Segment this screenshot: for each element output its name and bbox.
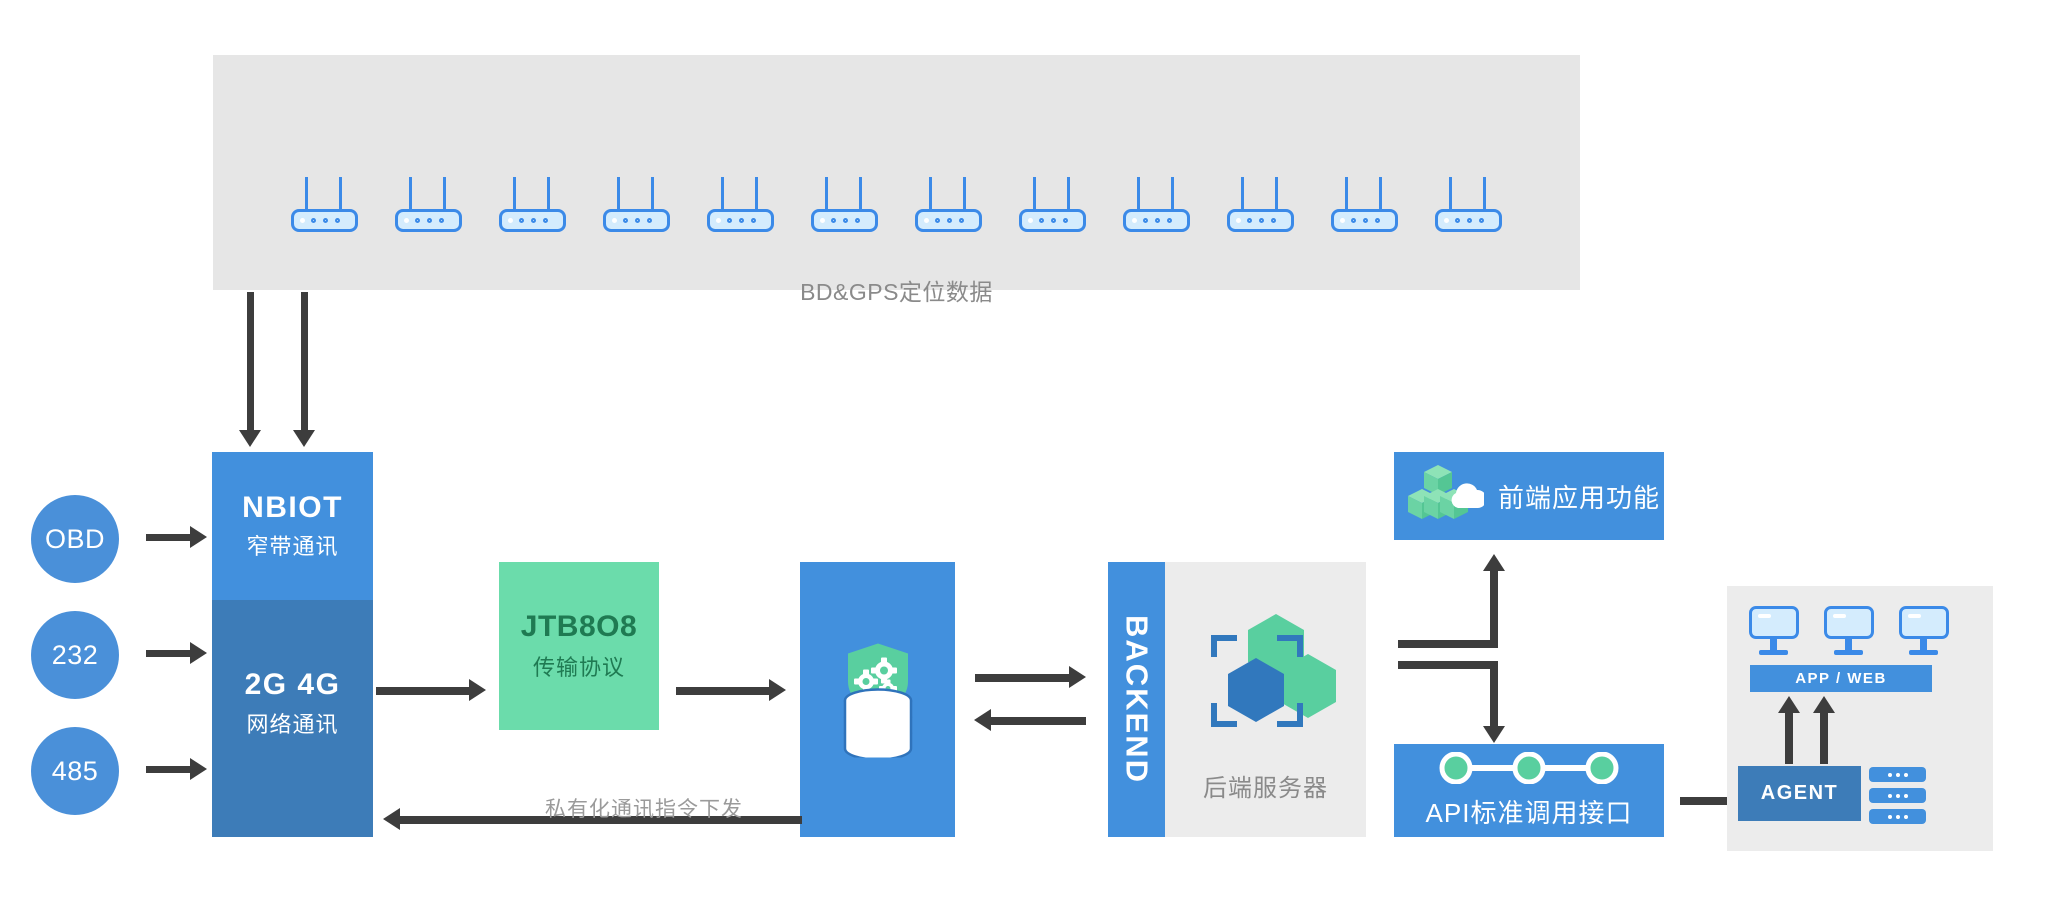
router-icon — [395, 177, 470, 235]
router-icon — [811, 177, 886, 235]
arrow-band-to-nbiot-2-head — [293, 430, 315, 447]
client-panel: APP / WEB AGENT — [1727, 586, 1993, 851]
router-icon — [707, 177, 782, 235]
backend-strip-label: BACKEND — [1119, 615, 1155, 784]
arrow-agent-to-appweb-1-head — [1778, 696, 1800, 713]
input-node-obd[interactable]: OBD — [31, 495, 119, 583]
arrow-backend-to-database-head — [974, 709, 991, 731]
nbiot-title: NBIOT — [242, 490, 343, 524]
app-web-bar[interactable]: APP / WEB — [1750, 665, 1932, 692]
monitor-icon — [1824, 606, 1874, 658]
server-rack-icon — [1869, 788, 1926, 803]
protocol-title: JTB8O8 — [520, 610, 638, 643]
arrow-api-to-agent-line — [1680, 797, 1728, 805]
frontend-label: 前端应用功能 — [1498, 482, 1661, 513]
app-web-label: APP / WEB — [1795, 670, 1887, 687]
router-icon — [1435, 177, 1510, 235]
arrow-backend-to-api-vertical — [1490, 661, 1498, 733]
input-node-485-label: 485 — [51, 755, 99, 786]
input-node-232[interactable]: 232 — [31, 611, 119, 699]
device-band-label: BD&GPS定位数据 — [800, 279, 993, 305]
input-node-232-label: 232 — [51, 639, 99, 670]
api-block[interactable]: API标准调用接口 — [1394, 744, 1664, 837]
database-shield-gears-icon — [826, 637, 930, 762]
node-link-icon — [1438, 751, 1620, 789]
api-label: API标准调用接口 — [1425, 797, 1633, 828]
protocol-block[interactable]: JTB8O8 传输协议 — [499, 562, 659, 730]
arrow-agent-to-appweb-1-line — [1785, 712, 1793, 764]
arrow-feedback-line — [400, 816, 802, 824]
database-block[interactable] — [800, 562, 955, 837]
communication-module: NBIOT 窄带通讯 2G 4G 网络通讯 — [212, 452, 373, 837]
arrow-comm-to-protocol-head — [469, 679, 486, 701]
arrow-232-line — [146, 650, 191, 657]
router-icon-row — [213, 175, 1580, 235]
arrow-band-to-nbiot-1-head — [239, 430, 261, 447]
arrow-backend-to-database-line — [991, 717, 1086, 725]
router-icon — [1123, 177, 1198, 235]
arrow-comm-to-protocol-line — [376, 687, 470, 695]
mobile-network-block[interactable]: 2G 4G 网络通讯 — [212, 600, 373, 837]
router-icon — [1331, 177, 1406, 235]
input-node-obd-label: OBD — [44, 523, 105, 554]
arrow-backend-to-frontend-head — [1483, 554, 1505, 571]
arrow-obd-line — [146, 534, 191, 541]
backend-label: 后端服务器 — [1203, 775, 1328, 802]
arrow-backend-to-api-head — [1483, 726, 1505, 743]
arrow-obd-head — [190, 526, 207, 548]
arrow-protocol-to-database-line — [676, 687, 770, 695]
arrow-feedback-head — [383, 808, 400, 830]
server-rack-icon — [1869, 809, 1926, 824]
agent-label: AGENT — [1760, 782, 1839, 804]
device-band: BD&GPS定位数据 — [213, 55, 1580, 305]
arrow-485-line — [146, 766, 191, 773]
cloud-cubes-icon — [1408, 463, 1487, 530]
arrow-485-head — [190, 758, 207, 780]
monitor-icon — [1749, 606, 1799, 658]
router-icon — [603, 177, 678, 235]
arrow-agent-to-appweb-2-line — [1820, 712, 1828, 764]
arrow-232-head — [190, 642, 207, 664]
protocol-subtitle: 传输协议 — [532, 655, 625, 680]
input-node-485[interactable]: 485 — [31, 727, 119, 815]
arrow-band-to-nbiot-1-line — [247, 292, 254, 432]
arrow-database-to-backend-line — [975, 674, 1070, 682]
backend-strip: BACKEND — [1108, 562, 1165, 837]
frontend-block[interactable]: 前端应用功能 — [1394, 452, 1664, 540]
arrow-backend-to-frontend-horizontal — [1398, 640, 1498, 648]
arrow-band-to-nbiot-2-line — [301, 292, 308, 432]
arrow-backend-to-frontend-vertical — [1490, 570, 1498, 648]
router-icon — [499, 177, 574, 235]
router-icon — [291, 177, 366, 235]
backend-block[interactable]: BACKEND 后端服务器 — [1108, 562, 1366, 837]
arrow-protocol-to-database-head — [769, 679, 786, 701]
router-icon — [1227, 177, 1302, 235]
arrow-backend-to-api-horizontal — [1398, 661, 1498, 669]
hexagon-cluster-icon — [1204, 608, 1339, 745]
monitor-icon — [1899, 606, 1949, 658]
agent-block[interactable]: AGENT — [1738, 766, 1861, 821]
mobile-network-subtitle: 网络通讯 — [246, 711, 339, 737]
nbiot-subtitle: 窄带通讯 — [246, 534, 339, 560]
arrow-agent-to-appweb-2-head — [1813, 696, 1835, 713]
nbiot-block[interactable]: NBIOT 窄带通讯 — [212, 452, 373, 600]
arrow-database-to-backend-head — [1069, 666, 1086, 688]
feedback-label: 私有化通讯指令下发 — [545, 798, 743, 821]
mobile-network-title: 2G 4G — [244, 668, 341, 701]
router-icon — [915, 177, 990, 235]
router-icon — [1019, 177, 1094, 235]
server-rack-icon — [1869, 767, 1926, 782]
